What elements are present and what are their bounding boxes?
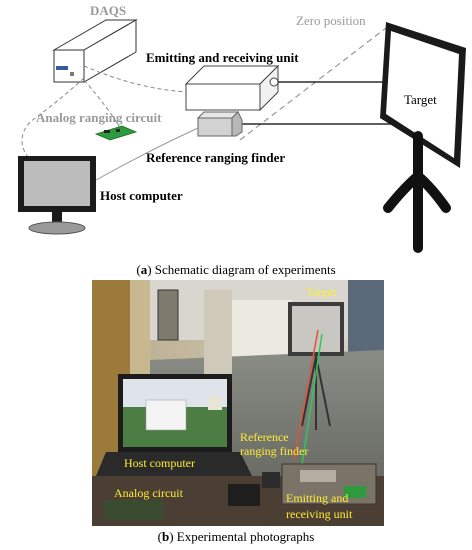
emitting-receiving-unit	[184, 64, 280, 112]
photo-laser-red	[293, 329, 319, 461]
photo-host-computer-label: Host computer	[124, 456, 195, 470]
daqs-label: DAQS	[90, 3, 126, 18]
analog-circuit-board	[94, 125, 138, 141]
caption-b-text: Experimental photographs	[173, 529, 315, 544]
caption-b-letter: b	[161, 529, 170, 544]
photo-reference-label-line1: Reference	[240, 430, 289, 444]
photo-laptop	[96, 374, 252, 476]
target-board	[380, 22, 466, 168]
host-cable	[95, 127, 199, 181]
schematic-diagram: DAQS Zero position Emitting and receivin…	[18, 3, 466, 253]
photo-emitting-label-line2: receiving unit	[286, 507, 353, 521]
target-label: Target	[404, 92, 437, 107]
photo-target-label: Target	[306, 285, 337, 299]
photo-equipment	[104, 463, 377, 520]
host-computer-label: Host computer	[100, 188, 183, 203]
caption-b: (b) Experimental photographs	[157, 529, 315, 544]
photo-analog-circuit-label: Analog circuit	[114, 486, 184, 500]
experimental-photograph: Target Reference ranging finder Host com…	[92, 280, 384, 526]
daqs-device	[52, 19, 138, 83]
caption-a-letter: a	[140, 262, 148, 277]
dashed-cables	[21, 65, 191, 161]
caption-a-text: Schematic diagram of experiments	[151, 262, 336, 277]
photo-target	[288, 302, 344, 430]
photo-reference-label-line2: ranging finder	[240, 444, 308, 458]
reference-ranging-finder	[196, 111, 243, 137]
host-computer-monitor	[18, 156, 96, 235]
zero-position-line	[239, 27, 387, 141]
analog-ranging-circuit-label: Analog ranging circuit	[36, 110, 162, 125]
photo-laser-green	[299, 333, 323, 479]
tripod-stand	[383, 131, 451, 253]
caption-a: (a) Schematic diagram of experiments	[136, 262, 336, 277]
reference-ranging-finder-label: Reference ranging finder	[146, 150, 285, 165]
emitting-receiving-unit-label: Emitting and receiving unit	[146, 50, 299, 65]
zero-position-label: Zero position	[296, 13, 366, 28]
photo-emitting-label-line1: Emitting and	[286, 491, 348, 505]
